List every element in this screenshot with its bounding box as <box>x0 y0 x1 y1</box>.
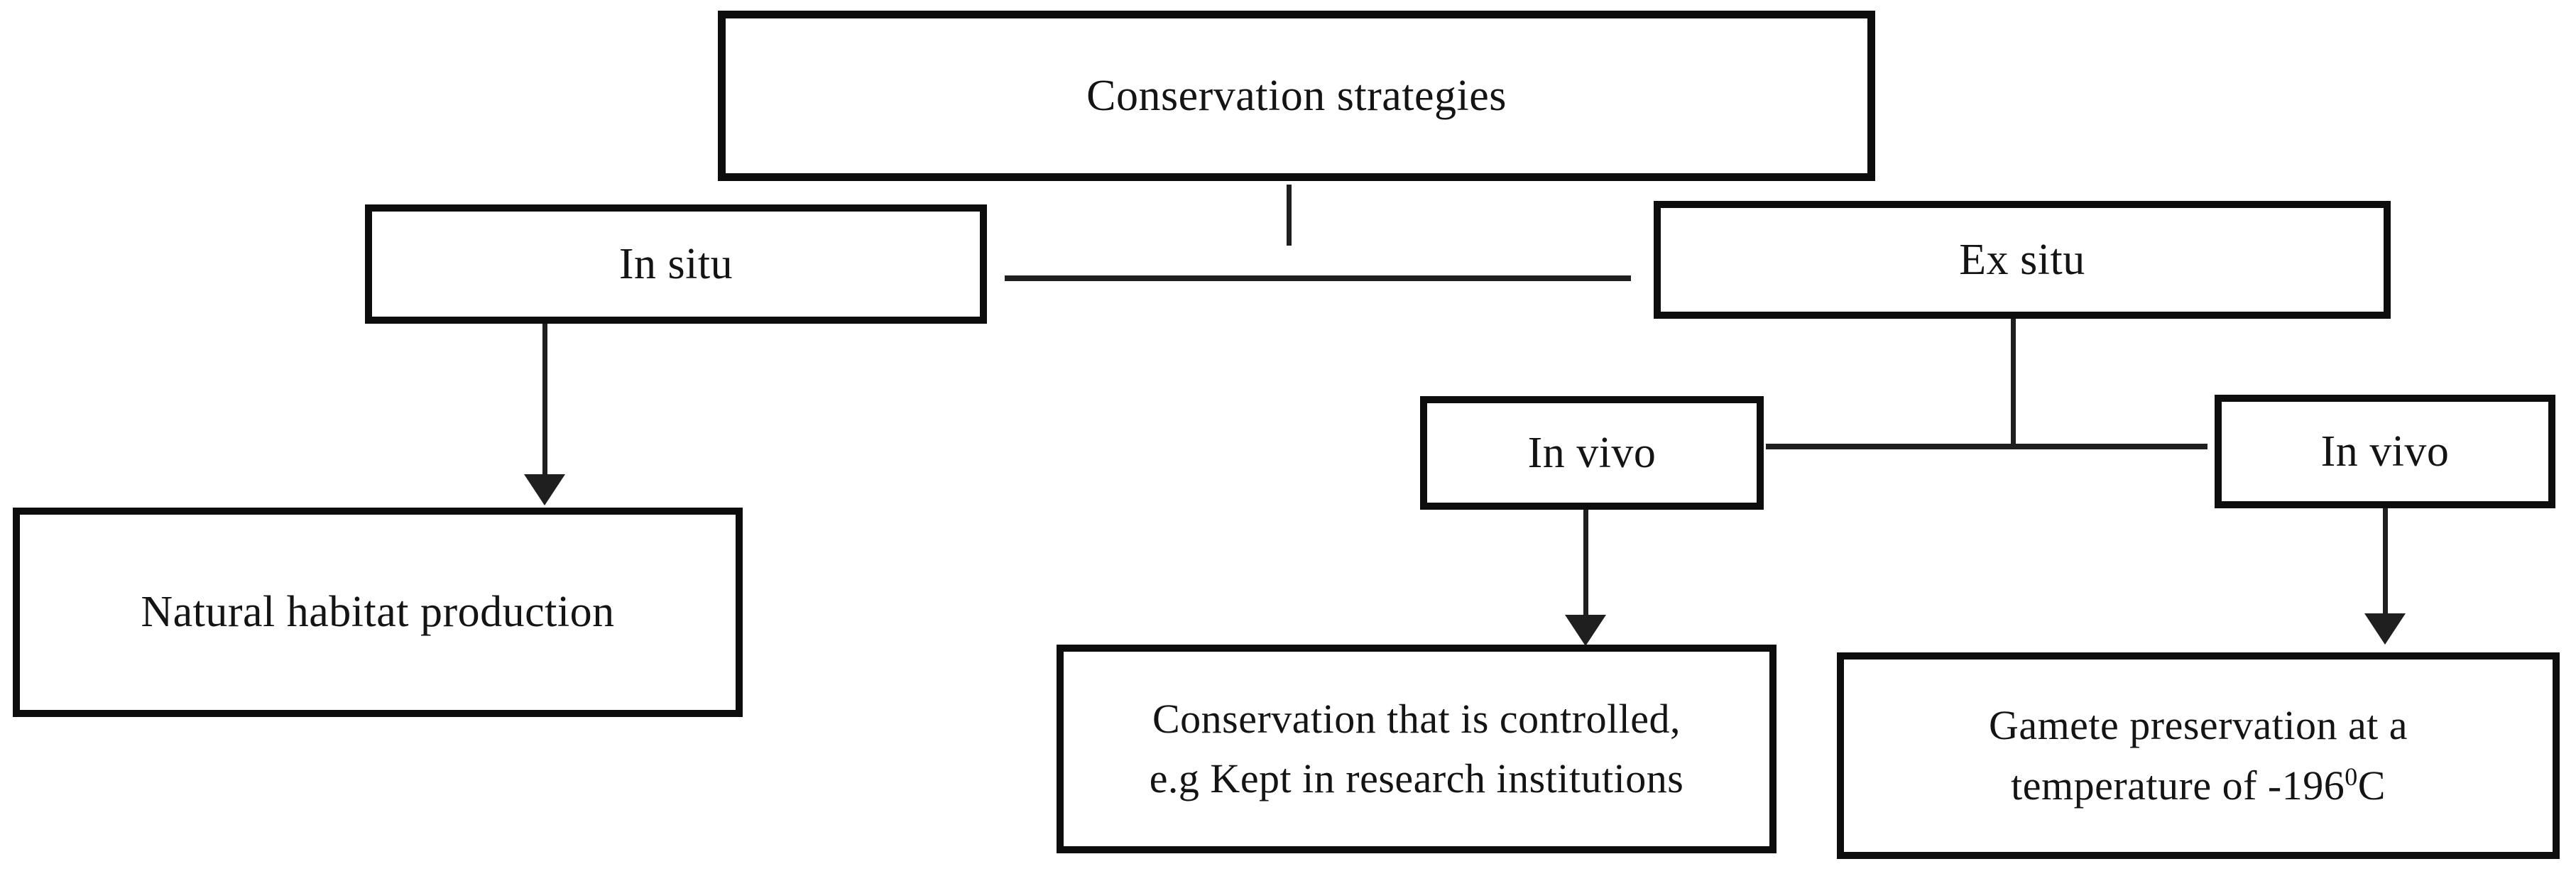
node-in-vivo-right-label: In vivo <box>2320 427 2450 476</box>
edge-root-stub-line <box>1287 185 1292 246</box>
node-gamete-preservation-line2: temperature of -1960C <box>2011 756 2386 816</box>
node-conservation-strategies-label: Conservation strategies <box>1086 71 1507 120</box>
node-gamete-preservation-line1: Gamete preservation at a <box>1988 702 2408 749</box>
node-controlled-conservation-line1: Conservation that is controlled, <box>1152 695 1681 742</box>
edge-ex-situ-branch-horizontal-line <box>1766 444 2207 449</box>
gamete-temperature-prefix: temperature of -196 <box>2011 762 2345 809</box>
node-natural-habitat-production-label: Natural habitat production <box>141 588 615 637</box>
edge-root-branch-horizontal-line <box>1005 275 1631 281</box>
edge-in-vivo-left-to-controlled-line <box>1583 510 1588 618</box>
node-ex-situ-label: Ex situ <box>1959 235 2085 284</box>
node-ex-situ: Ex situ <box>1654 201 2391 319</box>
node-in-situ: In situ <box>365 204 987 324</box>
edge-in-vivo-left-to-controlled-arrowhead-icon <box>1565 615 1606 646</box>
node-in-situ-label: In situ <box>618 239 733 288</box>
edge-ex-situ-stub-line <box>2011 319 2016 447</box>
edge-in-situ-to-natural-habitat-arrowhead-icon <box>524 474 565 505</box>
edge-in-vivo-right-to-gamete-arrowhead-icon <box>2364 613 2406 645</box>
edge-in-vivo-right-to-gamete-line <box>2383 508 2388 616</box>
node-conservation-strategies: Conservation strategies <box>718 11 1875 181</box>
node-in-vivo-left-label: In vivo <box>1527 428 1657 477</box>
node-controlled-conservation-line2: e.g Kept in research institutions <box>1149 755 1684 801</box>
node-gamete-preservation: Gamete preservation at a temperature of … <box>1837 652 2560 859</box>
edge-in-situ-to-natural-habitat-line <box>542 324 547 476</box>
gamete-temperature-superscript: 0 <box>2345 762 2358 791</box>
node-natural-habitat-production: Natural habitat production <box>13 508 743 717</box>
node-in-vivo-left: In vivo <box>1420 396 1764 510</box>
node-in-vivo-right: In vivo <box>2215 395 2555 508</box>
node-controlled-conservation: Conservation that is controlled, e.g Kep… <box>1057 645 1777 853</box>
gamete-temperature-suffix: C <box>2357 762 2386 809</box>
